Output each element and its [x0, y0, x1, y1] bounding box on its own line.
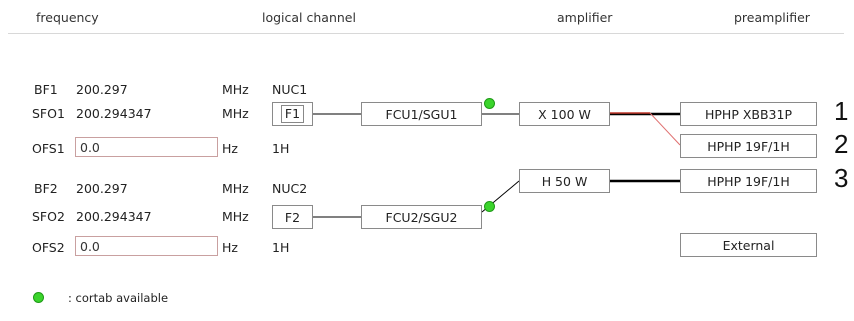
logical-channel-f1-label: F1	[280, 105, 305, 123]
nuc2-label: NUC2	[272, 181, 308, 196]
preamp-external-label: External	[722, 237, 775, 253]
ofs1-label: OFS1	[32, 141, 65, 156]
preamp-number-1: 1	[834, 96, 849, 126]
logical-channel-f2-label: F2	[284, 209, 301, 225]
cortab-dot-1	[484, 98, 495, 109]
bf1-unit: MHz	[222, 82, 249, 97]
ofs2-input[interactable]	[75, 236, 218, 256]
ofs2-label: OFS2	[32, 240, 65, 255]
ofs2-unit: Hz	[222, 240, 238, 255]
fcu1-sgu1-box[interactable]: FCU1/SGU1	[361, 102, 482, 126]
sfo2-value: 200.294347	[76, 209, 152, 224]
legend-cortab-text: : cortab available	[68, 291, 169, 305]
fcu2-sgu2-box[interactable]: FCU2/SGU2	[361, 205, 482, 229]
preamp-number-2: 2	[834, 129, 849, 159]
sfo2-unit: MHz	[222, 209, 249, 224]
nucleus1-label: 1H	[272, 141, 290, 156]
bf2-value: 200.297	[76, 181, 128, 196]
preamp-hphp-xbb31p[interactable]: HPHP XBB31P	[680, 102, 817, 126]
nuc1-label: NUC1	[272, 82, 308, 97]
preamp-2-label: HPHP 19F/1H	[707, 138, 790, 154]
amplifier-h50w-label: H 50 W	[541, 173, 588, 189]
header-preamplifier: preamplifier	[734, 10, 810, 25]
legend-cortab-dot	[33, 292, 44, 303]
fcu1-label: FCU1/SGU1	[385, 106, 458, 122]
nucleus2-label: 1H	[272, 240, 290, 255]
amplifier-x100w-label: X 100 W	[538, 106, 591, 122]
logical-channel-f1[interactable]: F1	[272, 102, 313, 126]
sfo1-label: SFO1	[32, 106, 65, 121]
cortab-dot-2	[484, 201, 495, 212]
preamp-hphp-19f1h-a[interactable]: HPHP 19F/1H	[680, 134, 817, 158]
sfo2-label: SFO2	[32, 209, 65, 224]
fcu2-label: FCU2/SGU2	[385, 209, 458, 225]
bf2-label: BF2	[34, 181, 58, 196]
ofs1-input[interactable]	[75, 137, 218, 157]
sfo1-unit: MHz	[222, 106, 249, 121]
logical-channel-f2[interactable]: F2	[272, 205, 313, 229]
preamp-number-3: 3	[834, 163, 849, 193]
preamp-1-label: HPHP XBB31P	[704, 106, 792, 122]
header-divider	[8, 33, 844, 34]
header-amplifier: amplifier	[557, 10, 613, 25]
ofs1-unit: Hz	[222, 141, 238, 156]
amplifier-h50w[interactable]: H 50 W	[519, 169, 610, 193]
sfo1-value: 200.294347	[76, 106, 152, 121]
preamp-3-label: HPHP 19F/1H	[707, 173, 790, 189]
bf2-unit: MHz	[222, 181, 249, 196]
bf1-value: 200.297	[76, 82, 128, 97]
preamp-hphp-19f1h-b[interactable]: HPHP 19F/1H	[680, 169, 817, 193]
header-logical-channel: logical channel	[262, 10, 356, 25]
header-frequency: frequency	[36, 10, 99, 25]
preamp-external[interactable]: External	[680, 233, 817, 257]
amplifier-x100w[interactable]: X 100 W	[519, 102, 610, 126]
bf1-label: BF1	[34, 82, 58, 97]
